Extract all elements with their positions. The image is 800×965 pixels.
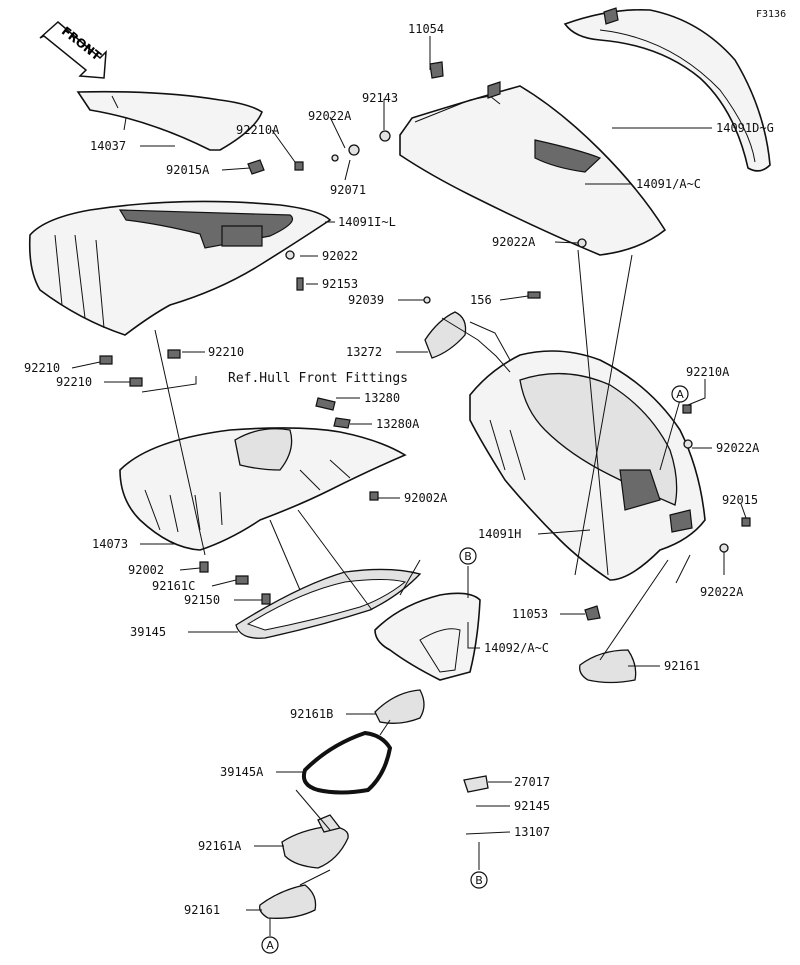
svg-text:A: A: [676, 388, 684, 401]
label-92002: 92002: [128, 563, 164, 577]
label-92022A-3: 92022A: [716, 441, 760, 455]
label-92210-c: 92210: [56, 375, 92, 389]
label-27017: 27017: [514, 775, 550, 789]
pad-92161B: [374, 689, 425, 724]
label-11053: 11053: [512, 607, 548, 621]
pad-92161-right: [579, 649, 637, 684]
label-92002A: 92002A: [404, 491, 448, 505]
label-92145: 92145: [514, 799, 550, 813]
inner-deck-14073: [119, 427, 407, 551]
hardware-pieces: [99, 61, 751, 793]
cover-14091I-L: [28, 200, 332, 336]
leader-lines: [71, 36, 747, 936]
label-92022A-4: 92022A: [700, 585, 744, 599]
label-92022: 92022: [322, 249, 358, 263]
pad-92161A: [281, 825, 349, 869]
callout-a-lower: A: [261, 936, 279, 954]
svg-text:B: B: [464, 550, 472, 563]
seal-39145A: [301, 730, 393, 795]
alignment-lines: [141, 249, 691, 886]
label-92161C: 92161C: [152, 579, 195, 593]
seal-39145: [235, 568, 422, 639]
cover-14091-A-C: [399, 81, 667, 256]
reference-note: Ref.Hull Front Fittings: [228, 371, 408, 386]
guard-14092: [374, 592, 481, 681]
cover-14091D-G: [563, 7, 771, 172]
label-92161B: 92161B: [290, 707, 333, 721]
svg-text:A: A: [266, 939, 274, 952]
label-92161A: 92161A: [198, 839, 242, 853]
label-13107: 13107: [514, 825, 550, 839]
label-92161-right: 92161: [664, 659, 700, 673]
label-92210A: 92210A: [236, 123, 280, 137]
label-14037: 14037: [90, 139, 126, 153]
cover-14037: [76, 90, 263, 151]
label-14092-A-C: 14092/A~C: [484, 641, 549, 655]
label-92022A: 92022A: [308, 109, 352, 123]
label-92153: 92153: [322, 277, 358, 291]
label-14091H: 14091H: [478, 527, 521, 541]
label-92143: 92143: [362, 91, 398, 105]
label-13272: 13272: [346, 345, 382, 359]
label-92150: 92150: [184, 593, 220, 607]
label-92015A: 92015A: [166, 163, 210, 177]
pad-92161A-tab: [317, 814, 342, 833]
bracket-13272: [424, 311, 467, 359]
label-92210-a: 92210: [24, 361, 60, 375]
front-arrow-icon: FRONT: [39, 21, 107, 79]
label-39145: 39145: [130, 625, 166, 639]
callout-a-upper: A: [671, 385, 689, 403]
hull-body-14091H: [469, 350, 706, 581]
label-156: 156: [470, 293, 492, 307]
label-92161-bottom: 92161: [184, 903, 220, 917]
figure-id: F3136: [756, 9, 786, 20]
label-92210-b: 92210: [208, 345, 244, 359]
label-92015: 92015: [722, 493, 758, 507]
label-92210A-2: 92210A: [686, 365, 730, 379]
label-92039: 92039: [348, 293, 384, 307]
label-14073: 14073: [92, 537, 128, 551]
svg-text:B: B: [475, 874, 483, 887]
label-92022A-2: 92022A: [492, 235, 536, 249]
label-13280: 13280: [364, 391, 400, 405]
callout-b-upper: B: [459, 547, 477, 565]
pad-92161-bottom: [259, 884, 317, 919]
callout-b-lower: B: [470, 871, 488, 889]
label-11054: 11054: [408, 22, 444, 36]
label-39145A: 39145A: [220, 765, 264, 779]
label-14091I-L: 14091I~L: [338, 215, 396, 229]
label-14091D-G: 14091D~G: [716, 121, 774, 135]
label-13280A: 13280A: [376, 417, 420, 431]
label-92071: 92071: [330, 183, 366, 197]
label-14091-A-C: 14091/A~C: [636, 177, 701, 191]
